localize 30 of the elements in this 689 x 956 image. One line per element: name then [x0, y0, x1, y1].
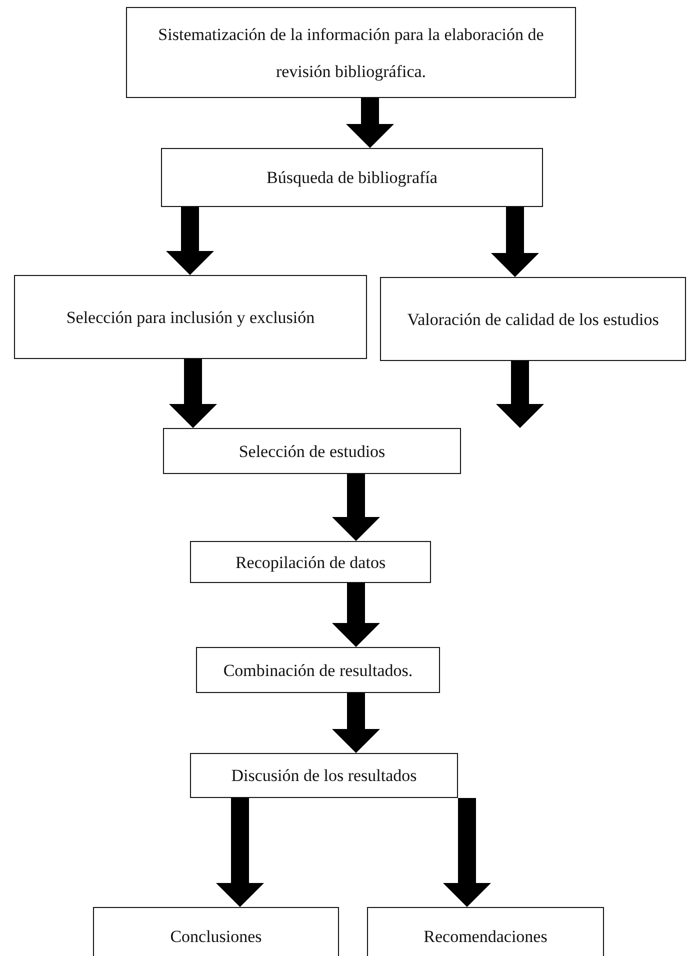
block-arrow	[491, 207, 539, 277]
process-box	[367, 907, 604, 956]
block-arrow	[166, 207, 214, 275]
box-text: Selección de estudios	[238, 440, 386, 462]
block-arrow	[332, 693, 380, 753]
process-box	[14, 275, 367, 359]
box-text: Selección para inclusión y exclusión	[66, 306, 315, 329]
box-text: Búsqueda de bibliografía	[266, 167, 438, 189]
box-text: Valoración de calidad de los estudios	[407, 308, 659, 330]
box-text: Recomendaciones	[424, 926, 548, 948]
block-arrow	[332, 474, 380, 541]
block-arrow	[216, 798, 264, 907]
block-arrow	[332, 583, 380, 647]
process-box	[163, 428, 461, 474]
box-text: Discusión de los resultados	[231, 765, 417, 787]
block-arrow	[443, 798, 491, 907]
process-box	[161, 148, 543, 207]
block-arrow	[169, 359, 217, 428]
process-box	[190, 541, 431, 583]
box-text: Sistematización de la información para la elaboración de revisión bibliográfica.	[157, 24, 545, 83]
process-box	[126, 7, 576, 98]
process-box	[380, 277, 686, 361]
block-arrow	[346, 98, 394, 148]
box-text: Conclusiones	[170, 926, 262, 948]
process-box	[93, 907, 339, 956]
box-text: Combinación de resultados.	[223, 660, 413, 682]
block-arrow	[496, 361, 544, 428]
process-box	[190, 753, 458, 798]
process-box	[196, 647, 440, 693]
box-text: Recopilación de datos	[235, 552, 386, 574]
